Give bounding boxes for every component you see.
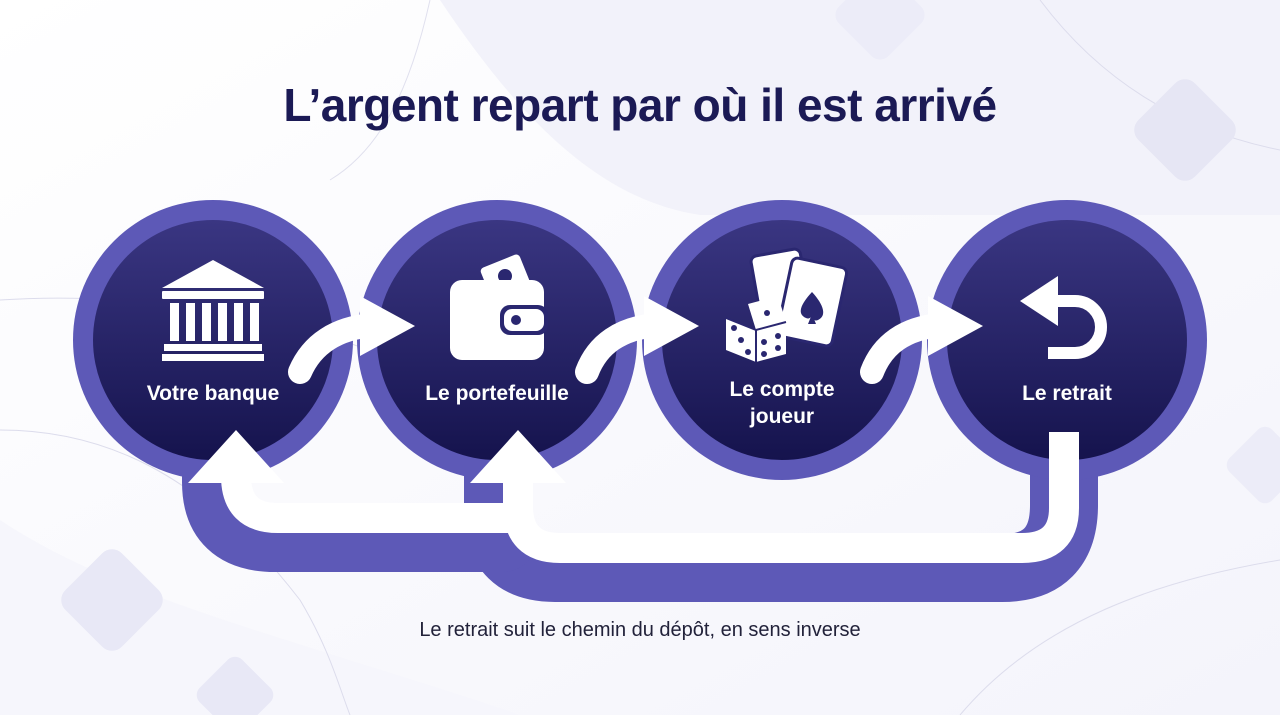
- step-label-line: Le compte: [729, 378, 835, 401]
- step-label-wallet: Le portefeuille: [425, 382, 569, 405]
- arrowhead-to-bank: [188, 430, 284, 483]
- step-label-bank: Votre banque: [146, 382, 280, 405]
- step-node-withdrawal: [927, 200, 1207, 480]
- forward-arrow-bank-to-wallet: [288, 296, 415, 384]
- diagram-caption: Le retrait suit le chemin du dépôt, en s…: [419, 619, 861, 641]
- background-tile: [835, 0, 925, 60]
- return-band-inner: [182, 434, 537, 572]
- background-tile: [196, 656, 274, 715]
- step-label-player-account: Le compte joueur: [672, 376, 892, 430]
- background-tile: [1226, 426, 1280, 504]
- return-arrow-icon: [1020, 276, 1107, 359]
- background-tile: [61, 549, 163, 651]
- step-label-withdrawal: Le retrait: [1022, 382, 1112, 405]
- page-title: L’argent repart par où il est arrivé: [283, 79, 997, 131]
- step-label-line: joueur: [749, 405, 815, 428]
- forward-arrow-wallet-to-account: [575, 296, 699, 384]
- arrowhead-to-wallet: [470, 430, 566, 483]
- step-node-bank: [73, 200, 353, 480]
- forward-arrow-account-to-withdrawal: [860, 296, 983, 384]
- wallet-icon: [450, 254, 548, 360]
- cards-dice-icon: [725, 247, 849, 362]
- return-arrow-to-wallet: [503, 432, 1079, 563]
- background-tile: [1134, 79, 1236, 181]
- bank-icon: [162, 260, 264, 361]
